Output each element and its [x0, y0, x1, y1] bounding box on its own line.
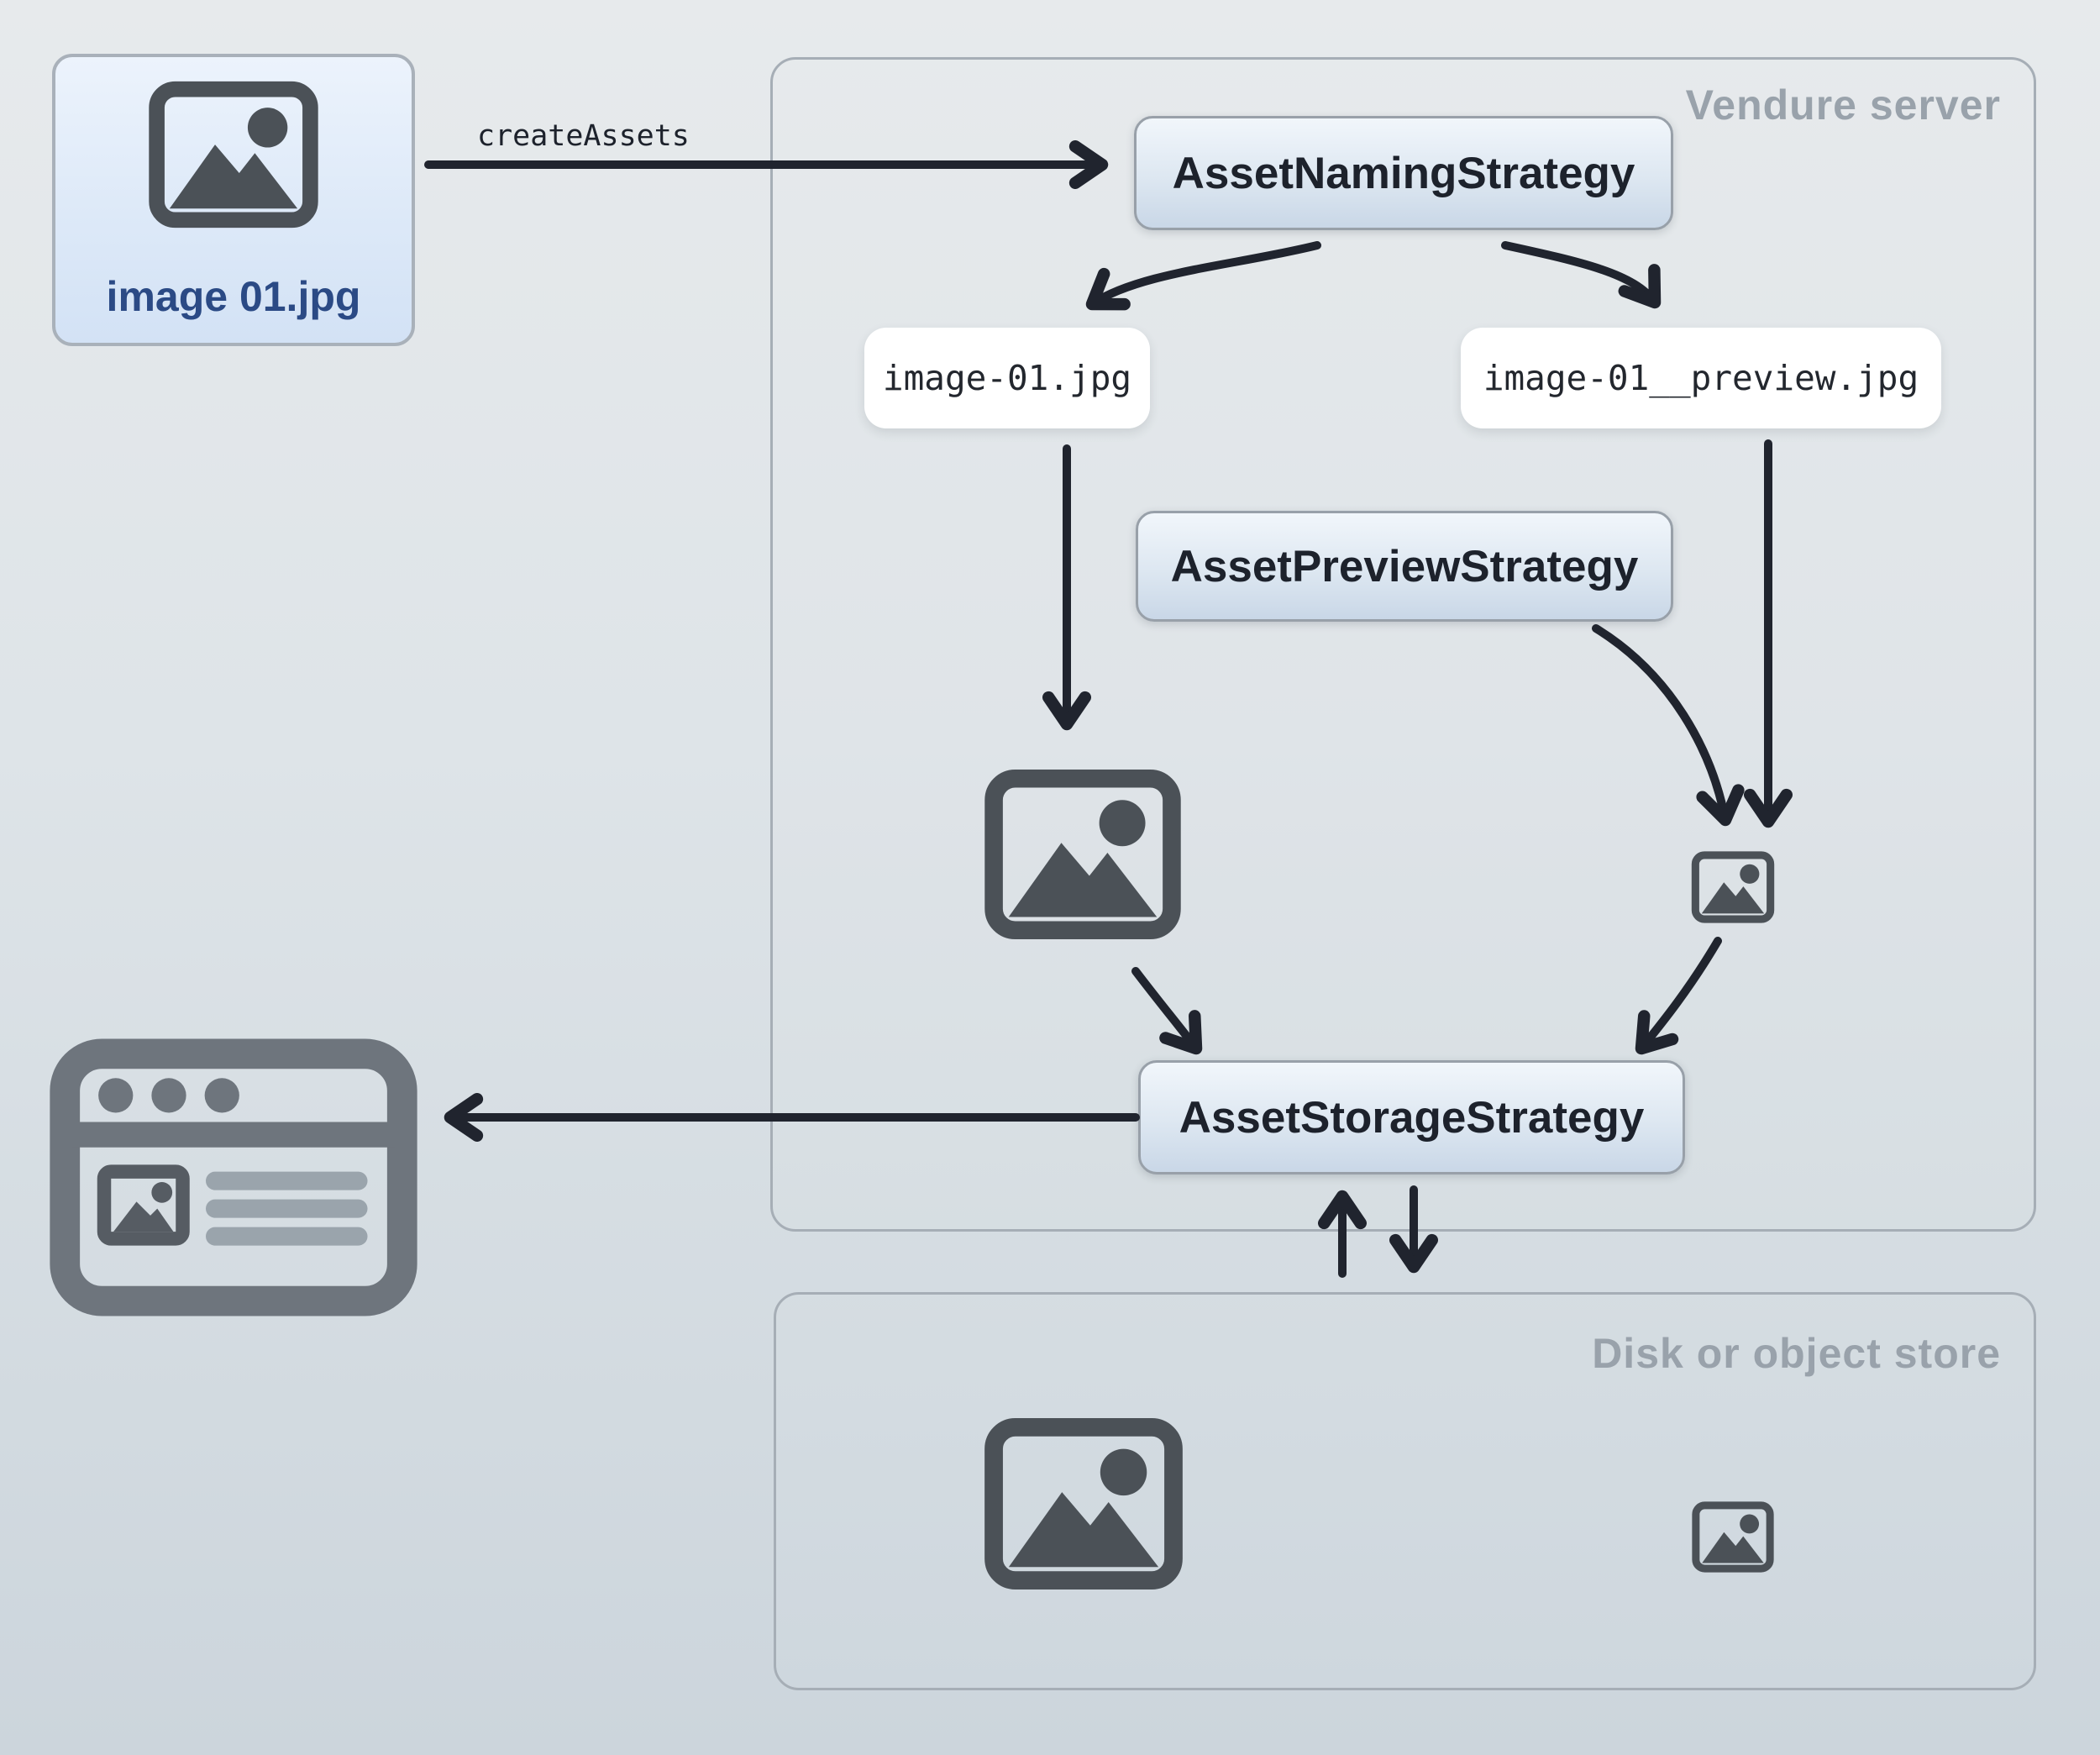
- image-icon: [983, 769, 1183, 940]
- disk-store-title: Disk or object store: [1592, 1330, 2001, 1377]
- asset-preview-strategy-node: AssetPreviewStrategy: [1136, 511, 1673, 622]
- vendure-server-title: Vendure server: [1685, 81, 2001, 129]
- create-assets-label: createAssets: [477, 119, 690, 153]
- original-filename-pill: image-01.jpg: [864, 328, 1150, 428]
- image-icon-small: [1691, 851, 1775, 923]
- image-icon-small: [1691, 1501, 1775, 1573]
- asset-storage-strategy-node: AssetStorageStrategy: [1138, 1060, 1685, 1174]
- disk-store-container: [774, 1292, 2036, 1690]
- vendure-server-container: [770, 57, 2036, 1232]
- preview-filename-pill: image-01__preview.jpg: [1461, 328, 1941, 428]
- source-file-label: image 01.jpg: [106, 273, 361, 320]
- source-file-node: image 01.jpg: [52, 54, 415, 346]
- image-icon: [148, 81, 319, 229]
- browser-window-icon: [49, 1038, 418, 1317]
- asset-naming-strategy-node: AssetNamingStrategy: [1134, 116, 1673, 230]
- image-icon: [983, 1417, 1184, 1590]
